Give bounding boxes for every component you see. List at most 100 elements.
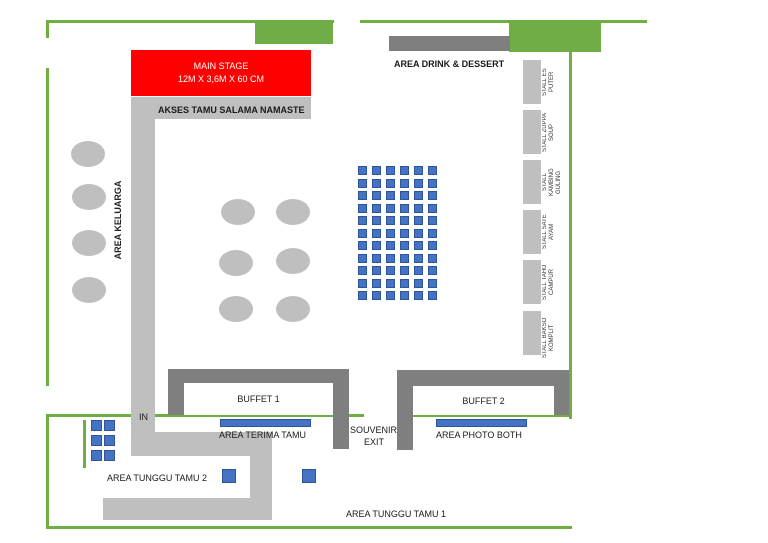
seat [428, 291, 437, 300]
akses-tamu-label: AKSES TAMU SALAMA NAMASTE [158, 105, 305, 115]
inner-divider-left [46, 414, 168, 417]
seat [414, 203, 423, 213]
area-terima-tamu-desk [220, 419, 311, 427]
stall-bakso-komplit [523, 311, 541, 355]
seat [358, 216, 367, 225]
stall-kambing-guling-label: STALL KAMBING GULING [542, 168, 562, 196]
seat [414, 266, 423, 275]
seat [428, 178, 437, 188]
seat [428, 228, 437, 238]
seating-grid [358, 166, 440, 300]
seat [386, 178, 395, 188]
seat [400, 191, 409, 200]
round-table [219, 296, 253, 322]
seat [358, 253, 367, 263]
waiting-seat [104, 435, 115, 446]
drink-dessert-counter [389, 36, 510, 51]
stall-kambing-guling [523, 160, 541, 204]
stall-tahu-campur-label: STALL TAHU CAMPUR [542, 264, 555, 300]
waiting-seat [91, 435, 102, 446]
seat [400, 266, 409, 275]
buffet-1: BUFFET 1 [184, 383, 333, 415]
seat [358, 191, 367, 200]
seat [386, 191, 395, 200]
seat [400, 216, 409, 225]
seat [358, 203, 367, 213]
family-table [72, 184, 106, 210]
akses-tamu-path-vertical [131, 97, 155, 443]
seat [400, 203, 409, 213]
waiting-seat [104, 450, 115, 461]
seat [414, 241, 423, 250]
seat [400, 166, 409, 175]
seat [358, 278, 367, 288]
waiting-seat [222, 469, 236, 483]
seat [372, 241, 381, 250]
round-table [276, 296, 310, 322]
seat [372, 178, 381, 188]
top-left-wall [46, 20, 334, 23]
seat [386, 241, 395, 250]
area-terima-tamu-label: AREA TERIMA TAMU [219, 430, 307, 440]
waiting-seat [91, 420, 102, 431]
in-label: IN [139, 412, 148, 422]
seat [386, 203, 395, 213]
inner-divider-right [397, 414, 569, 417]
buffet-2: BUFFET 2 [413, 386, 554, 415]
entrance-path-bottom [103, 498, 272, 520]
waiting-seat [91, 450, 102, 461]
seat [358, 241, 367, 250]
area-keluarga-label: AREA KELUARGA [113, 180, 123, 260]
seat [428, 266, 437, 275]
waiting-seat [302, 469, 316, 483]
seat [372, 291, 381, 300]
seat [414, 166, 423, 175]
seat [428, 216, 437, 225]
seat [414, 191, 423, 200]
area-tunggu-tamu-1-label: AREA TUNGGU TAMU 1 [346, 509, 447, 519]
bottom-wall [46, 526, 572, 529]
seat [428, 191, 437, 200]
seat [372, 203, 381, 213]
seat [386, 228, 395, 238]
stall-es-puter-label: STALL ES PUTER [542, 68, 555, 96]
left-wall-top-stub [46, 20, 49, 38]
bottom-left-wall [46, 414, 49, 528]
seat [428, 166, 437, 175]
seat [372, 166, 381, 175]
seat [400, 241, 409, 250]
souvenir-label: SOUVENIR [350, 425, 398, 435]
round-table [219, 250, 253, 276]
seat [386, 166, 395, 175]
stall-sate-ayam [523, 210, 541, 254]
stall-bakso-komplit-label: STALL BAKSO KOMPLIT [542, 317, 555, 359]
seat [386, 278, 395, 288]
stall-tahu-campur [523, 260, 541, 304]
seat [386, 216, 395, 225]
main-stage-size: 12M X 3,6M X 60 CM [177, 74, 265, 84]
round-table [276, 248, 310, 274]
buffet-1-label: BUFFET 1 [237, 394, 280, 404]
seat [372, 266, 381, 275]
main-stage: MAIN STAGE 12M X 3,6M X 60 CM [131, 50, 311, 96]
seat [414, 228, 423, 238]
seat [414, 178, 423, 188]
seat [372, 216, 381, 225]
waiting-area-2-wall [83, 420, 86, 468]
seat [372, 191, 381, 200]
top-right-green-block [509, 23, 601, 52]
seat [428, 278, 437, 288]
seat [372, 278, 381, 288]
seat [358, 228, 367, 238]
round-table [276, 199, 310, 225]
entrance-path-horizontal [131, 432, 272, 456]
area-photo-both-desk [436, 419, 527, 427]
seat [400, 278, 409, 288]
seat [358, 166, 367, 175]
exit-label: EXIT [364, 437, 385, 447]
area-drink-dessert-label: AREA DRINK & DESSERT [394, 59, 505, 69]
area-tunggu-tamu-2-label: AREA TUNGGU TAMU 2 [107, 473, 208, 483]
seat [386, 291, 395, 300]
inner-divider-mid [168, 414, 364, 417]
seat [400, 178, 409, 188]
